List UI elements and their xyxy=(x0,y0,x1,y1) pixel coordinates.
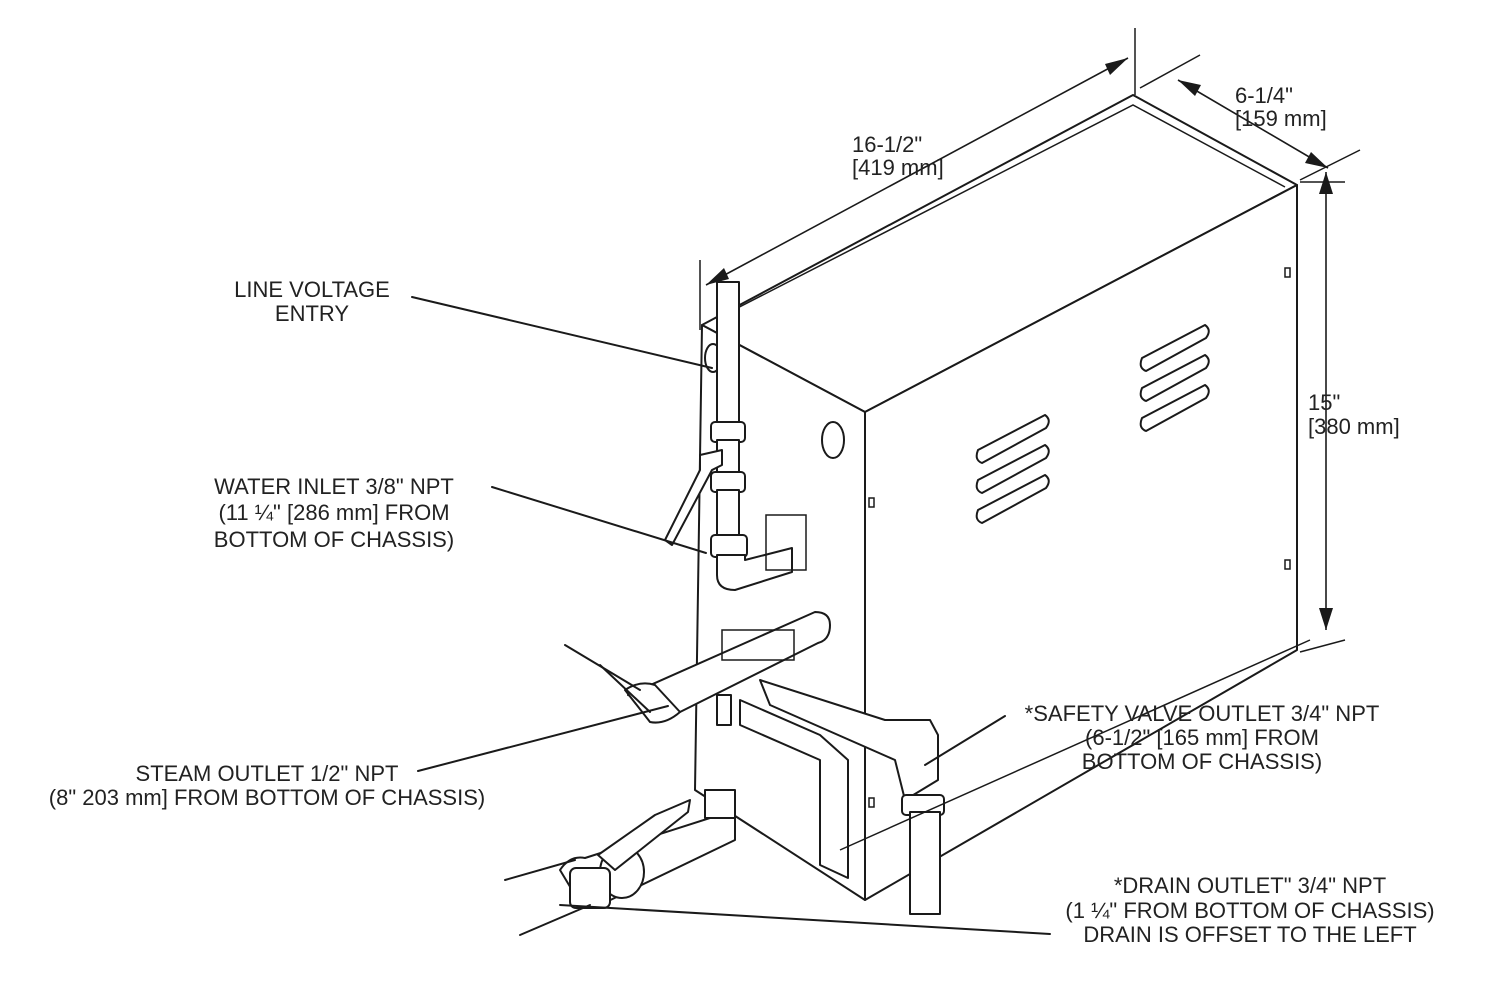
mount-slot xyxy=(1284,267,1291,278)
line-voltage-label-1: LINE VOLTAGE xyxy=(234,277,390,302)
safety-valve-pipe xyxy=(759,679,939,801)
drain-valve-handle xyxy=(597,799,691,871)
leader-steam-outlet xyxy=(417,705,669,772)
leader-line-voltage xyxy=(411,296,713,369)
line-voltage-label-2: ENTRY xyxy=(275,301,349,326)
chassis xyxy=(694,94,1298,901)
leader-drain-outlet xyxy=(559,904,1051,935)
height-metric: [380 mm] xyxy=(1308,414,1400,439)
drain-outlet-label-2: (1 ¼" FROM BOTTOM OF CHASSIS) xyxy=(1065,898,1434,923)
drain-outlet-label-3: DRAIN IS OFFSET TO THE LEFT xyxy=(1083,922,1416,947)
mount-slot xyxy=(868,497,875,508)
mount-slot xyxy=(868,797,875,808)
inlet-valve-handle xyxy=(664,449,723,546)
leader-lines xyxy=(411,296,1051,935)
steam-outlet-pipe xyxy=(627,611,831,713)
safety-valve-label-2: (6-1/2" [165 mm] FROM xyxy=(1085,725,1319,750)
steam-outlet-label-2: (8" 203 mm] FROM BOTTOM OF CHASSIS) xyxy=(49,785,485,810)
safety-valve-label-1: *SAFETY VALVE OUTLET 3/4" NPT xyxy=(1025,701,1380,726)
piping xyxy=(504,281,1311,936)
mount-slot xyxy=(1284,559,1291,570)
labels: 16-1/2" [419 mm] 6-1/4" [159 mm] 15" [38… xyxy=(49,83,1435,947)
drain-outlet-label-1: *DRAIN OUTLET" 3/4" NPT xyxy=(1114,873,1386,898)
depth-metric: [159 mm] xyxy=(1235,106,1327,131)
steam-outlet-label-1: STEAM OUTLET 1/2" NPT xyxy=(136,761,399,786)
leader-safety-valve xyxy=(924,715,1006,766)
dimension-lines xyxy=(699,28,1361,653)
chassis-top-rim xyxy=(717,104,1286,319)
safety-valve-label-3: BOTTOM OF CHASSIS) xyxy=(1082,749,1322,774)
leader-water-inlet xyxy=(491,486,707,554)
depth-imperial: 6-1/4" xyxy=(1235,83,1293,108)
knockout-hole xyxy=(821,421,845,459)
water-inlet-pipe xyxy=(716,281,740,433)
water-inlet-label-3: BOTTOM OF CHASSIS) xyxy=(214,527,454,552)
height-imperial: 15" xyxy=(1308,390,1340,415)
lower-bracket xyxy=(739,699,849,879)
width-metric: [419 mm] xyxy=(852,155,944,180)
water-inlet-label-2: (11 ¼" [286 mm] FROM xyxy=(218,500,449,525)
water-inlet-label-1: WATER INLET 3/8" NPT xyxy=(214,474,454,499)
vent-louvers xyxy=(975,324,1210,524)
width-imperial: 16-1/2" xyxy=(852,132,922,157)
